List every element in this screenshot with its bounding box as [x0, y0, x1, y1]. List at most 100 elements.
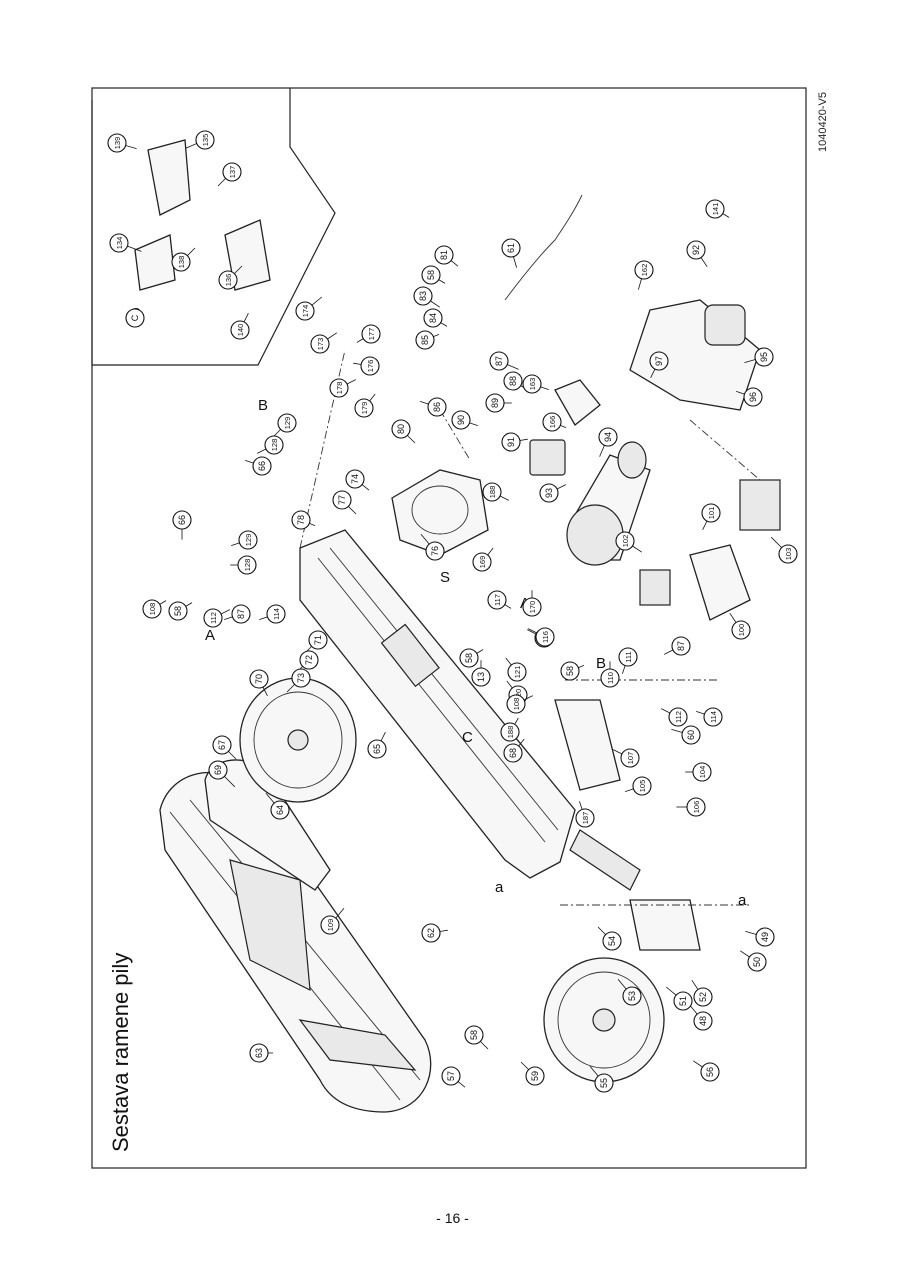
leader-line: [224, 776, 236, 788]
part-number-label: 85: [420, 335, 430, 345]
balloon-circle: [230, 320, 250, 340]
part-number-label: 129: [283, 417, 292, 430]
part-number-label: 78: [296, 515, 306, 525]
leader-line: [476, 649, 484, 654]
part-balloon: 61: [501, 238, 521, 268]
balloon-circle: [109, 233, 129, 253]
inner-cover: [204, 759, 331, 992]
balloon-circle: [434, 245, 454, 265]
leader-line: [700, 257, 708, 268]
part-number-label: 54: [607, 936, 617, 946]
leader-line: [224, 616, 233, 620]
balloon-circle: [172, 510, 192, 530]
leader-line: [664, 649, 674, 655]
balloon-circle: [506, 694, 526, 714]
balloon-circle: [693, 1011, 713, 1031]
part-balloon: 48: [688, 1003, 713, 1031]
part-balloon: 176: [353, 356, 380, 376]
balloon-circle: [171, 252, 191, 272]
part-balloon: 80: [391, 419, 416, 444]
balloon-circle: [692, 762, 712, 782]
part-balloon: 187: [575, 801, 595, 828]
part-balloon: 110: [600, 661, 620, 688]
part-number-label: 135: [201, 134, 210, 147]
balloon-circle: [501, 238, 521, 258]
leader-line: [185, 602, 193, 607]
part-number-label: 65: [372, 744, 382, 754]
leader-line: [505, 657, 512, 666]
balloon-circle: [686, 797, 706, 817]
part-number-label: 102: [621, 535, 630, 548]
balloon-circle: [238, 530, 258, 550]
part-number-label: 53: [627, 991, 637, 1001]
section-mark-a-lower: a: [495, 879, 504, 896]
part-balloon: 74: [345, 469, 370, 491]
part-balloon: 59: [520, 1061, 545, 1086]
part-balloon: 90: [451, 410, 478, 430]
leader-line: [519, 438, 528, 441]
part-balloon: 57: [441, 1066, 466, 1088]
part-balloon: 135: [185, 130, 215, 150]
part-number-label: 128: [243, 559, 252, 572]
page-number: - 16 -: [436, 1210, 469, 1226]
part-number-label: 87: [676, 641, 686, 651]
blade-guide-assembly: [554, 699, 641, 891]
page-title: Sestava ramene pily: [108, 953, 133, 1152]
leader-line: [528, 628, 538, 634]
leader-line: [625, 788, 634, 792]
balloon-circle: [594, 1073, 614, 1093]
part-number-label: 80: [396, 424, 406, 434]
part-balloon: 170: [522, 590, 542, 617]
leader-line: [243, 313, 249, 323]
leader-line: [228, 751, 237, 760]
part-number-label: 57: [446, 1071, 456, 1081]
drawing-frame: [91, 87, 807, 1169]
part-balloon: 58: [421, 265, 446, 285]
inset-frame: [91, 88, 336, 366]
balloon-circle: [525, 1066, 545, 1086]
part-number-label: 129: [244, 534, 253, 547]
part-balloon: 134: [109, 233, 142, 253]
section-mark-a-right: a: [738, 892, 747, 909]
part-number-label: 84: [428, 313, 438, 323]
balloon-circle: [575, 808, 595, 828]
leader-line: [450, 260, 459, 267]
balloon-circle: [472, 552, 492, 572]
part-balloon: 93: [539, 483, 566, 503]
leader-line: [702, 520, 708, 530]
balloon-circle: [107, 133, 127, 153]
part-number-label: 114: [272, 608, 281, 620]
leader-line: [518, 738, 525, 747]
part-balloon: 86: [420, 397, 447, 417]
leader-line: [589, 1065, 599, 1077]
part-number-label: 179: [360, 402, 369, 415]
balloon-circle: [485, 393, 505, 413]
leader-line: [487, 547, 494, 556]
leader-line: [127, 245, 142, 252]
leader-line: [514, 717, 519, 725]
balloon-circle: [203, 608, 223, 628]
part-number-label: 163: [528, 378, 537, 391]
part-number-label: 108: [512, 698, 521, 711]
part-number-label: 91: [506, 437, 516, 447]
leader-line: [234, 265, 243, 274]
part-number-label: C: [130, 314, 140, 321]
part-balloon: 128: [230, 555, 257, 575]
balloon-circle: [222, 162, 242, 182]
part-balloon: 50: [739, 950, 767, 972]
part-number-label: 13: [476, 672, 486, 682]
part-balloon: 87: [489, 351, 519, 371]
part-number-label: 136: [224, 274, 233, 287]
leader-line: [369, 393, 376, 402]
part-number-label: 109: [326, 919, 335, 932]
balloon-circle: [542, 412, 562, 432]
part-number-label: 137: [228, 166, 237, 179]
balloon-circle: [299, 650, 319, 670]
balloon-circle: [755, 927, 775, 947]
part-balloon: 188: [482, 482, 509, 502]
leader-line: [327, 332, 338, 340]
part-balloon: 109: [320, 907, 345, 935]
leader-line: [632, 545, 643, 553]
balloon-circle: [413, 286, 433, 306]
switch-box: [529, 379, 601, 476]
